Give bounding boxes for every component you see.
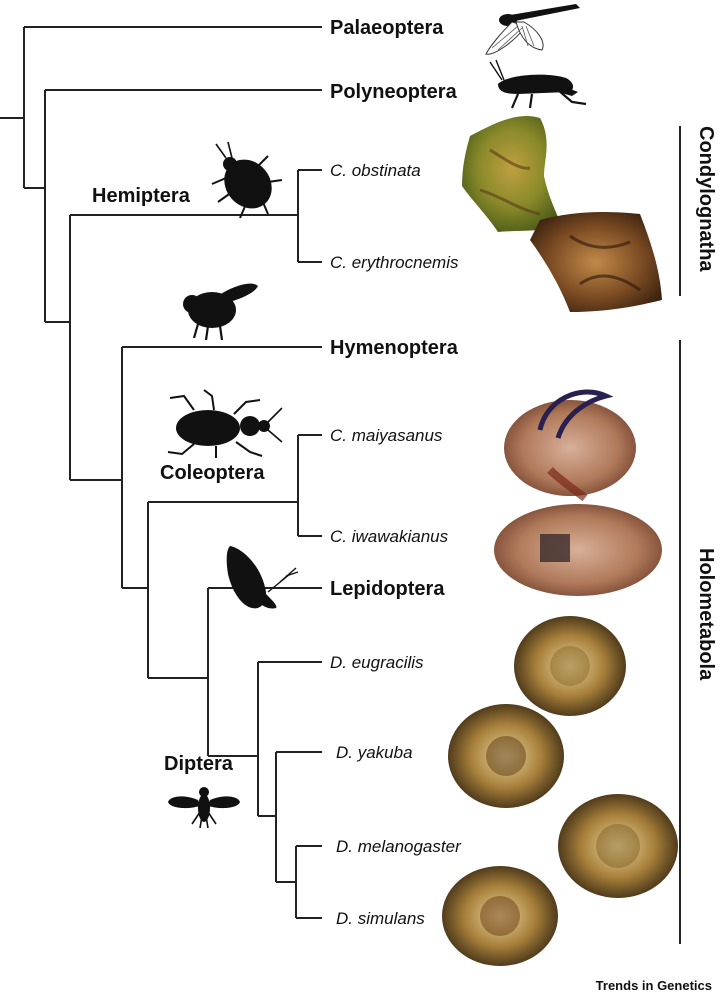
label-polyneoptera: Polyneoptera: [330, 81, 458, 103]
label-d-simulans: D. simulans: [336, 909, 425, 928]
butterfly-icon: [226, 546, 299, 609]
specimen-d-yakuba: [448, 704, 564, 808]
specimen-c-maiyasanus: [504, 389, 636, 502]
label-lepidoptera: Lepidoptera: [330, 578, 445, 600]
label-c-obstinata: C. obstinata: [330, 161, 421, 180]
tree-branches: [0, 26, 322, 919]
label-d-melanogaster: D. melanogaster: [336, 837, 462, 856]
specimen-d-eugracilis: [514, 616, 626, 716]
label-hymenoptera: Hymenoptera: [330, 337, 459, 359]
label-d-yakuba: D. yakuba: [336, 743, 413, 762]
label-coleoptera: Coleoptera: [160, 462, 265, 484]
shield-bug-icon: [211, 141, 283, 219]
specimen-d-simulans: [442, 866, 558, 966]
group-holometabola: Holometabola: [695, 548, 717, 681]
specimen-c-iwawakianus: [494, 504, 662, 596]
specimen-c-erythrocnemis: [530, 212, 662, 312]
fly-icon: [168, 787, 240, 829]
credit-trends-in-genetics: Trends in Genetics: [596, 978, 712, 993]
dragonfly-icon: [485, 4, 580, 55]
label-hemiptera: Hemiptera: [92, 185, 191, 207]
specimen-c-obstinata: [462, 116, 562, 232]
specimen-d-melanogaster: [558, 794, 678, 898]
label-d-eugracilis: D. eugracilis: [330, 653, 424, 672]
grasshopper-icon: [489, 59, 587, 109]
label-c-iwawakianus: C. iwawakianus: [330, 527, 449, 546]
label-palaeoptera: Palaeoptera: [330, 17, 444, 39]
label-c-erythrocnemis: C. erythrocnemis: [330, 253, 459, 272]
group-condylognatha: Condylognatha: [695, 126, 717, 272]
label-diptera: Diptera: [164, 753, 234, 775]
beetle-icon: [167, 389, 283, 458]
label-c-maiyasanus: C. maiyasanus: [330, 426, 443, 445]
bee-icon: [183, 283, 258, 341]
